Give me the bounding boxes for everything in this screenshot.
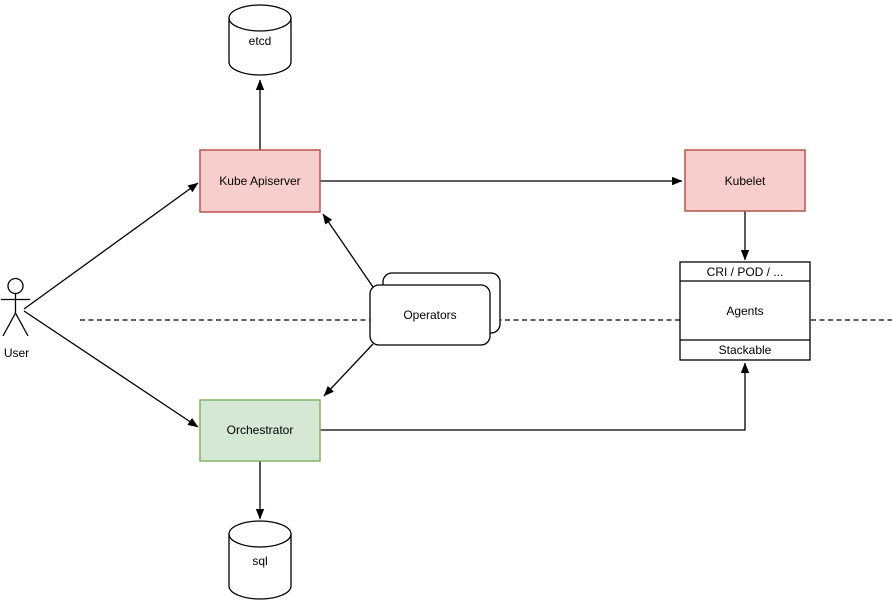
edge-orchestrator-to-agents-stackable: [320, 362, 750, 431]
kube-apiserver-box: [199, 149, 321, 213]
user-actor-node[interactable]: User: [1, 277, 30, 361]
edge-user-to-orchestrator: [23, 310, 199, 428]
agents-box: [679, 261, 811, 361]
agents-stack-node[interactable]: CRI / POD / ... Agents Stackable: [679, 261, 811, 361]
user-actor-body: [1, 293, 30, 337]
kubelet-box: [684, 149, 806, 212]
operators-node[interactable]: Operators: [369, 272, 501, 346]
sql-cylinder-shape: [228, 520, 292, 600]
user-label: User: [4, 346, 29, 360]
etcd-label: etcd: [249, 34, 272, 48]
sql-cylinder-top-arc: [228, 533, 292, 548]
etcd-cylinder-top-arc: [228, 17, 292, 32]
kubelet-node[interactable]: Kubelet: [684, 149, 806, 212]
edge-user-to-kube-apiserver: [23, 182, 199, 310]
operators-label: Operators: [403, 308, 456, 322]
kube-apiserver-node[interactable]: Kube Apiserver: [199, 149, 321, 213]
orchestrator-label: Orchestrator: [227, 423, 294, 437]
orchestrator-node[interactable]: Orchestrator: [199, 399, 321, 462]
etcd-cylinder-shape: [228, 4, 292, 76]
edge-operators-to-kube-apiserver: [322, 213, 374, 288]
kubelet-label: Kubelet: [725, 174, 766, 188]
etcd-database-node[interactable]: etcd: [228, 4, 292, 76]
edge-operators-to-orchestrator: [323, 343, 374, 397]
user-actor-head: [7, 277, 24, 295]
operators-front-card: [369, 284, 491, 346]
agents-header-label: CRI / POD / ...: [707, 265, 784, 279]
agents-footer-label: Stackable: [719, 343, 772, 357]
orchestrator-box: [199, 399, 321, 462]
sql-database-node[interactable]: sql: [228, 520, 292, 600]
agents-body-label: Agents: [726, 304, 763, 318]
sql-label: sql: [252, 554, 267, 568]
kube-apiserver-label: Kube Apiserver: [219, 174, 300, 188]
